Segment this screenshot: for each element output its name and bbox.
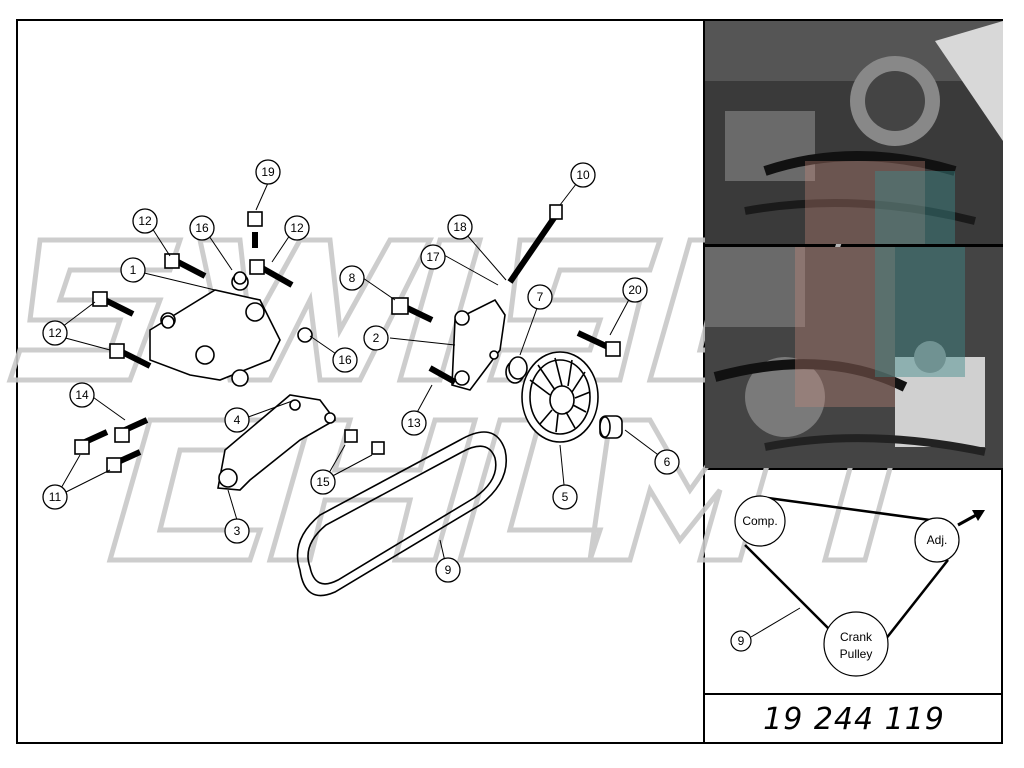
callout-4-circle	[224, 407, 250, 433]
adj-arrow	[957, 510, 985, 527]
engine-photo-bottom	[705, 247, 1003, 468]
callout-13: 13	[407, 416, 421, 430]
callout-16b: 16	[338, 353, 352, 367]
callout-16a-circle	[189, 215, 215, 241]
callout-10: 10	[576, 168, 590, 182]
callout-13-circle	[401, 410, 427, 436]
callout-1-circle	[120, 257, 146, 283]
bracket-2	[451, 298, 506, 391]
callout-7: 7	[537, 290, 544, 304]
callout-14-circle	[69, 382, 95, 408]
bolt-heads	[74, 211, 621, 473]
callout-20: 20	[628, 283, 642, 297]
callout-2: 2	[373, 331, 380, 345]
callout-6-circle	[654, 449, 680, 475]
callout-19-circle	[255, 159, 281, 185]
callout-3: 3	[234, 524, 241, 538]
belt-9	[296, 431, 507, 597]
callout-15-circle	[310, 469, 336, 495]
belt-path	[744, 496, 949, 641]
part-number: 19 244 119	[763, 702, 945, 737]
crank-label-1: Crank	[840, 630, 873, 644]
bracket-1	[149, 273, 281, 387]
cap-6	[599, 415, 623, 439]
callout-labels: 1 2 3 4 5 6 7 8 9 10 11 12 12 12 13 14 1…	[48, 165, 670, 577]
callout-12a: 12	[138, 214, 152, 228]
callout-9-circle	[435, 557, 461, 583]
callout-16a: 16	[195, 221, 209, 235]
callout-3-circle	[224, 518, 250, 544]
callout-8: 8	[349, 271, 356, 285]
callout-5: 5	[562, 490, 569, 504]
callout-17-circle	[420, 244, 446, 270]
crank-label-2: Pulley	[840, 647, 873, 661]
spacer-7	[505, 356, 528, 384]
belt-callout-leader	[750, 607, 801, 638]
callout-6: 6	[664, 455, 671, 469]
callout-7-circle	[527, 284, 553, 310]
callout-1: 1	[130, 263, 137, 277]
callout-9: 9	[445, 563, 452, 577]
adj-pulley	[914, 517, 960, 563]
callout-5-circle	[552, 484, 578, 510]
comp-label: Comp.	[742, 514, 777, 528]
callout-17: 17	[426, 250, 440, 264]
callout-11: 11	[49, 490, 62, 504]
callout-12a-circle	[132, 208, 158, 234]
callout-10-circle	[570, 162, 596, 188]
comp-pulley	[734, 495, 786, 547]
callout-8-circle	[339, 265, 365, 291]
callouts	[42, 159, 680, 583]
divider-photos	[703, 244, 1003, 247]
pulley-5	[521, 351, 599, 443]
callout-12b-circle	[284, 215, 310, 241]
crank-pulley	[823, 611, 889, 677]
callout-18-circle	[447, 214, 473, 240]
callout-2-circle	[363, 325, 389, 351]
belt-callout-circle	[730, 630, 752, 652]
callout-11-circle	[42, 484, 68, 510]
adj-label: Adj.	[927, 533, 948, 547]
divider-belt-panel	[703, 468, 1003, 470]
divider-partnumber	[703, 693, 1003, 695]
callout-12c: 12	[48, 326, 62, 340]
leader-lines	[57, 174, 666, 571]
callout-14: 14	[75, 388, 89, 402]
callout-15: 15	[316, 475, 330, 489]
callout-20-circle	[622, 277, 648, 303]
callout-16b-circle	[332, 347, 358, 373]
engine-photo-top	[705, 21, 1003, 244]
callout-12b: 12	[290, 221, 304, 235]
callout-12c-circle	[42, 320, 68, 346]
belt-callout-label: 9	[738, 634, 745, 648]
callout-4: 4	[234, 413, 241, 427]
bolt-10	[507, 204, 563, 284]
callout-18: 18	[453, 220, 467, 234]
callout-19: 19	[261, 165, 275, 179]
